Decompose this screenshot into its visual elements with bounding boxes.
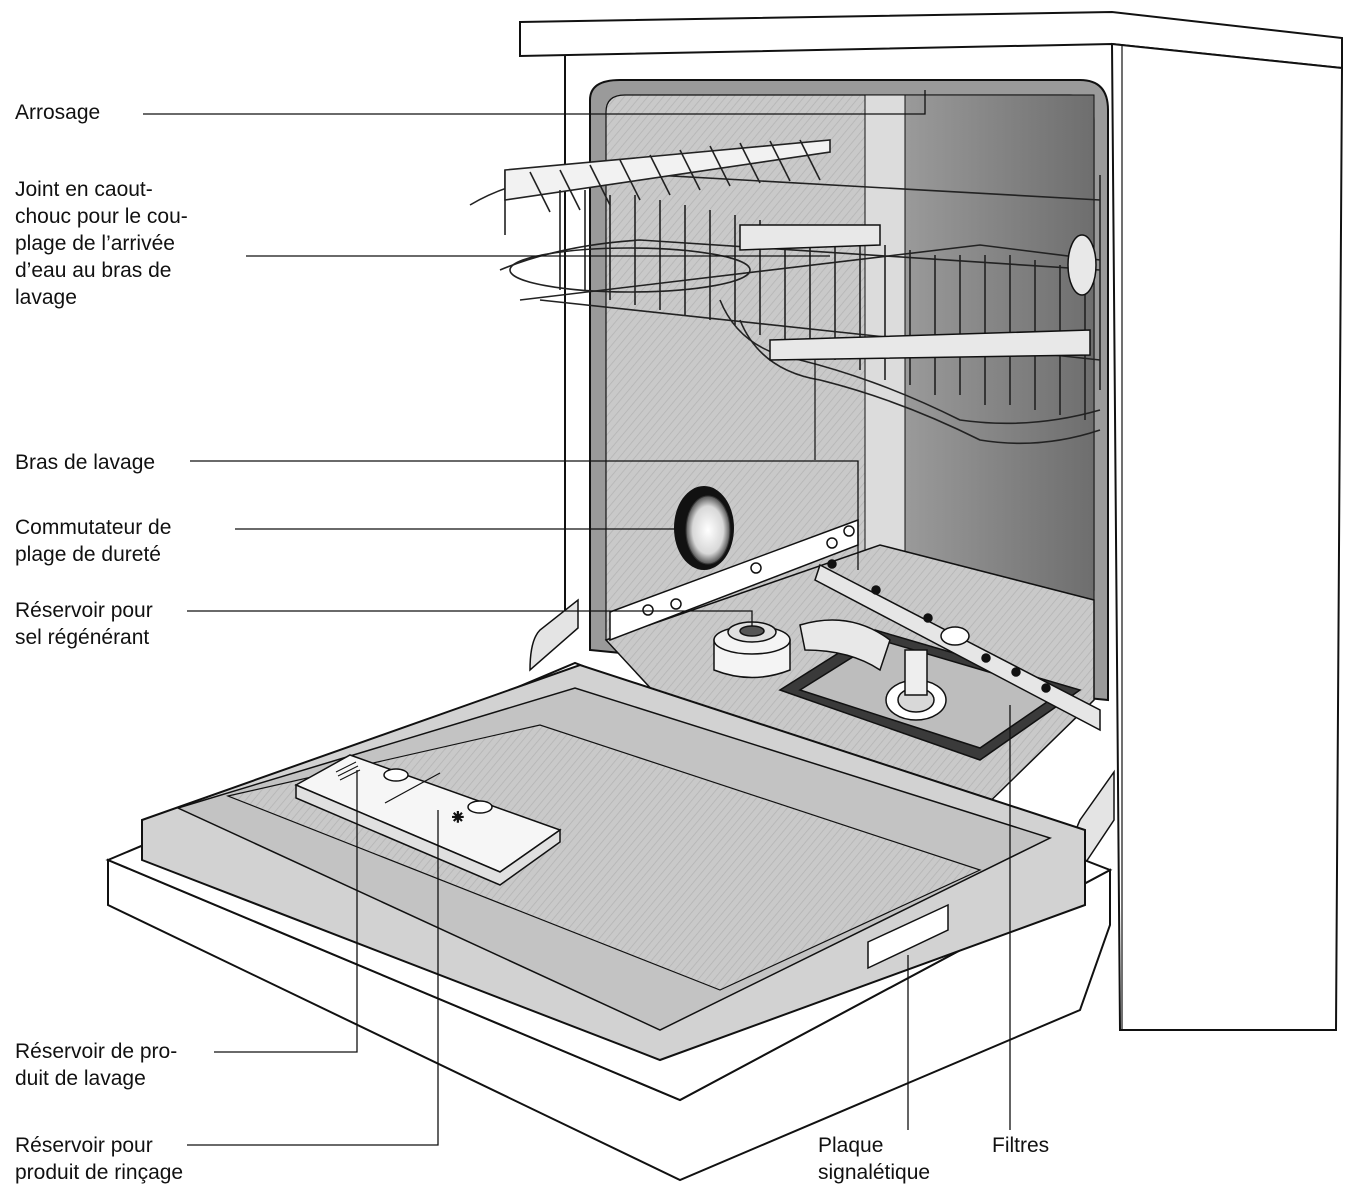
cabinet [519, 10, 1344, 1031]
rating-plate [867, 903, 949, 970]
lower-spray-arm [814, 559, 1101, 732]
label-reservoir-sel: Réservoir pour sel régénérant [15, 599, 153, 649]
detergent-dispenser: ✳ [294, 754, 562, 886]
label-reservoir-rincage: Réservoir pour produit de rinçage [15, 1134, 184, 1184]
right-side-panel [1110, 42, 1344, 1031]
leader-rincage [187, 810, 439, 1146]
salt-reservoir-cap [713, 621, 791, 679]
label-commutateur: Commutateur de plage de dureté [15, 516, 172, 566]
label-plaque-signaletique: Plaque signalétique [818, 1134, 931, 1184]
hardness-dial [674, 486, 734, 570]
leader-reservoir-sel [187, 610, 753, 626]
leader-bras-lavage [190, 460, 859, 570]
label-joint-caoutchouc: Joint en caout- chouc pour le cou- plage… [15, 178, 188, 309]
label-filtres: Filtres [992, 1134, 1050, 1157]
upper-spray-arm [739, 224, 1097, 460]
upper-rack [469, 139, 1101, 445]
leader-lines [143, 90, 1011, 1146]
label-bras-de-lavage: Bras de lavage [15, 451, 156, 474]
label-reservoir-produit-lavage: Réservoir de pro- duit de lavage [15, 1040, 178, 1090]
leader-arrosage [143, 90, 926, 115]
leader-produit-lavage [214, 770, 358, 1053]
label-arrosage: Arrosage [15, 101, 101, 124]
svg-text:✳: ✳ [452, 810, 464, 826]
